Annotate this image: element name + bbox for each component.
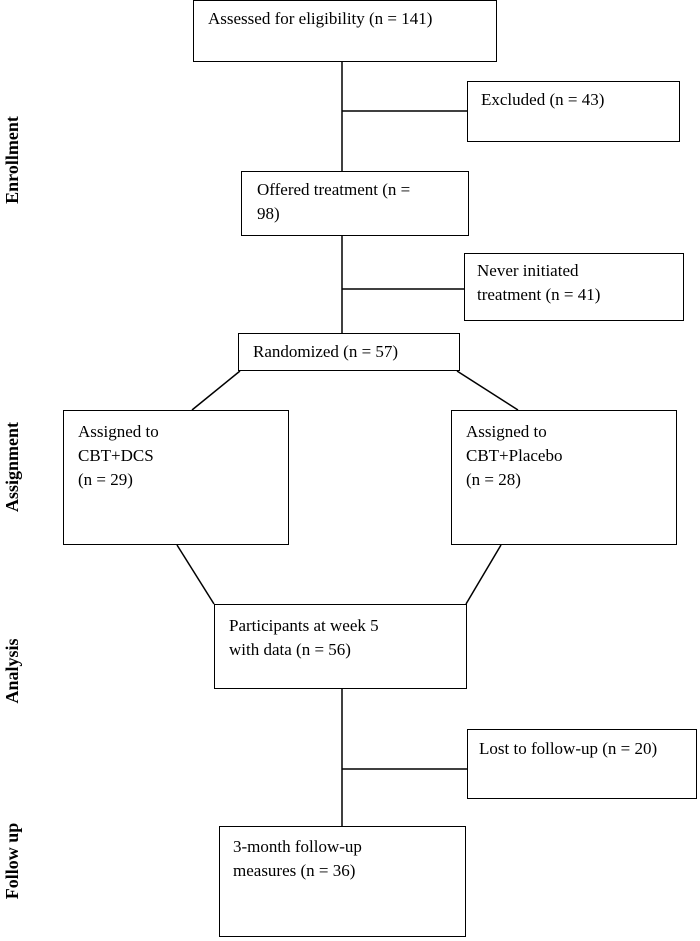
randomized-box: Randomized (n = 57): [238, 333, 460, 371]
connector-placebo-week5: [465, 544, 502, 605]
stage-label-follow-up: Follow up: [2, 822, 22, 900]
connector-dcs-week5: [176, 544, 215, 605]
assigned-placebo-box: Assigned to CBT+Placebo (n = 28): [451, 410, 677, 545]
assigned-dcs-box: Assigned to CBT+DCS (n = 29): [63, 410, 289, 545]
excluded-box: Excluded (n = 43): [467, 81, 680, 142]
lost-to-follow-up-box: Lost to follow-up (n = 20): [467, 729, 697, 799]
assessed-box: Assessed for eligibility (n = 141): [193, 0, 497, 62]
week5-box: Participants at week 5 with data (n = 56…: [214, 604, 467, 689]
stage-label-enrollment: Enrollment: [2, 116, 22, 204]
connector-randomized-dcs: [191, 370, 241, 411]
stage-label-analysis: Analysis: [2, 638, 22, 704]
stage-label-assignment: Assignment: [2, 422, 22, 513]
followup-box: 3-month follow-up measures (n = 36): [219, 826, 466, 937]
never-initiated-box: Never initiated treatment (n = 41): [464, 253, 684, 321]
offered-box: Offered treatment (n = 98): [241, 171, 469, 236]
connector-randomized-placebo: [456, 370, 519, 411]
